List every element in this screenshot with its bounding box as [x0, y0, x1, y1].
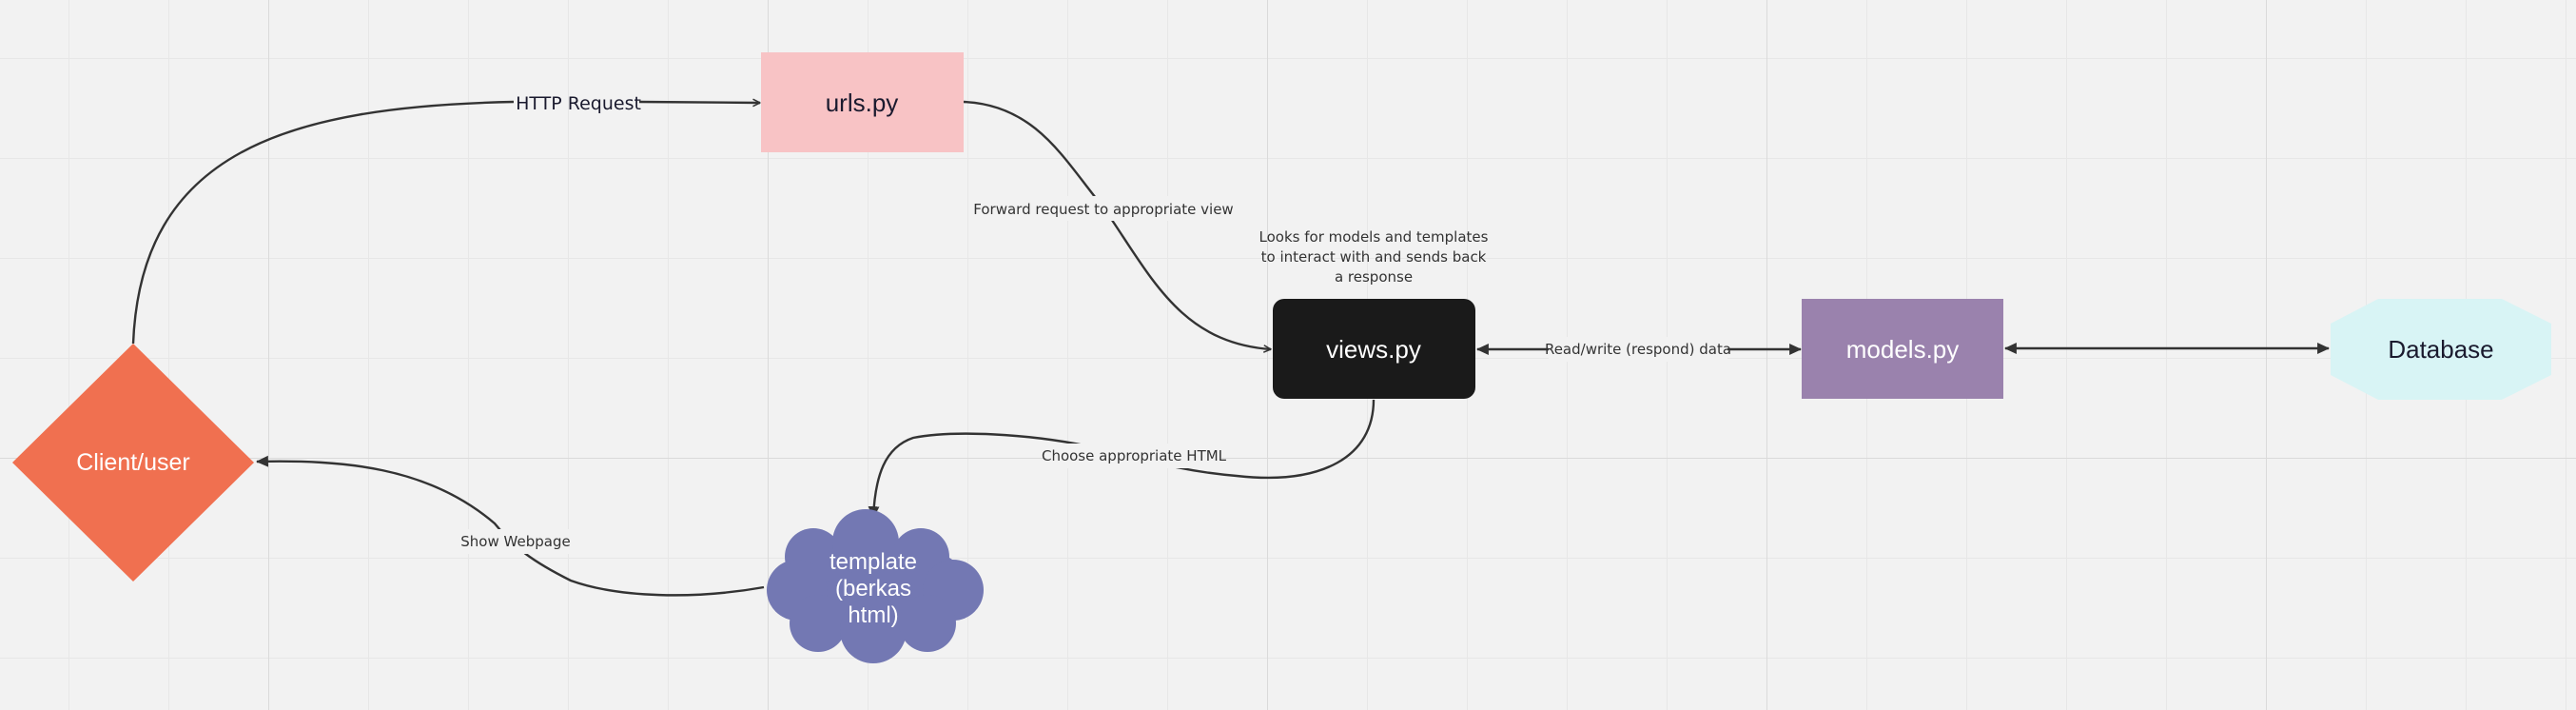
edge-label-show-webpage: Show Webpage: [460, 533, 570, 550]
client-user-shape[interactable]: [12, 344, 254, 582]
edge-label-http-request: HTTP Request: [516, 93, 641, 114]
node-client-user[interactable]: Client/user: [12, 344, 254, 582]
edge-forward-request[interactable]: Forward request to appropriate view: [963, 100, 1271, 349]
edge-http-request-arrow[interactable]: [638, 102, 760, 103]
template-label-line-2: (berkas: [835, 576, 911, 602]
edge-show-webpage[interactable]: Show Webpage: [255, 455, 765, 597]
models-py-label: models.py: [1846, 335, 1960, 364]
urls-py-label: urls.py: [826, 89, 899, 117]
edge-label-forward-request: Forward request to appropriate view: [973, 201, 1233, 218]
template-cloud-shape[interactable]: [767, 509, 984, 663]
edge-forward-request-label-bg: [982, 196, 1225, 221]
urls-py-shape[interactable]: [761, 52, 964, 152]
node-urls-py[interactable]: urls.py: [761, 52, 964, 152]
node-database[interactable]: Database: [2331, 299, 2551, 400]
edge-http-request-line[interactable]: [131, 100, 515, 345]
edge-read-write-label-bg: [1549, 337, 1727, 362]
edge-show-webpage-label-bg: [461, 529, 570, 554]
edge-label-read-write: Read/write (respond) data: [1545, 341, 1731, 358]
views-annotation-line-2: to interact with and sends back: [1261, 248, 1487, 266]
edge-choose-html-label-bg: [1046, 444, 1221, 468]
views-annotation-line-3: a response: [1335, 268, 1413, 286]
edge-http-request[interactable]: HTTP Request: [131, 93, 760, 345]
client-user-label: Client/user: [76, 449, 190, 476]
database-label: Database: [2388, 335, 2493, 364]
edge-forward-request-line[interactable]: [963, 100, 1271, 349]
views-py-label: views.py: [1326, 335, 1421, 364]
node-models-py[interactable]: models.py: [1802, 299, 2003, 399]
template-label-line-3: html): [848, 602, 898, 628]
models-py-shape[interactable]: [1802, 299, 2003, 399]
database-shape[interactable]: [2331, 299, 2551, 400]
edge-choose-html[interactable]: Choose appropriate HTML: [868, 399, 1376, 520]
views-annotation: Looks for models and templates to intera…: [1259, 228, 1489, 286]
node-template-html[interactable]: template (berkas html): [767, 509, 984, 663]
edge-read-write[interactable]: Read/write (respond) data: [1475, 337, 1803, 362]
template-label-line-1: template: [829, 549, 917, 575]
edge-show-webpage-line[interactable]: [255, 455, 765, 597]
views-py-shape[interactable]: [1273, 299, 1475, 399]
views-annotation-line-1: Looks for models and templates: [1259, 228, 1489, 246]
node-views-py[interactable]: views.py: [1273, 299, 1475, 399]
edge-label-choose-html: Choose appropriate HTML: [1042, 447, 1227, 464]
